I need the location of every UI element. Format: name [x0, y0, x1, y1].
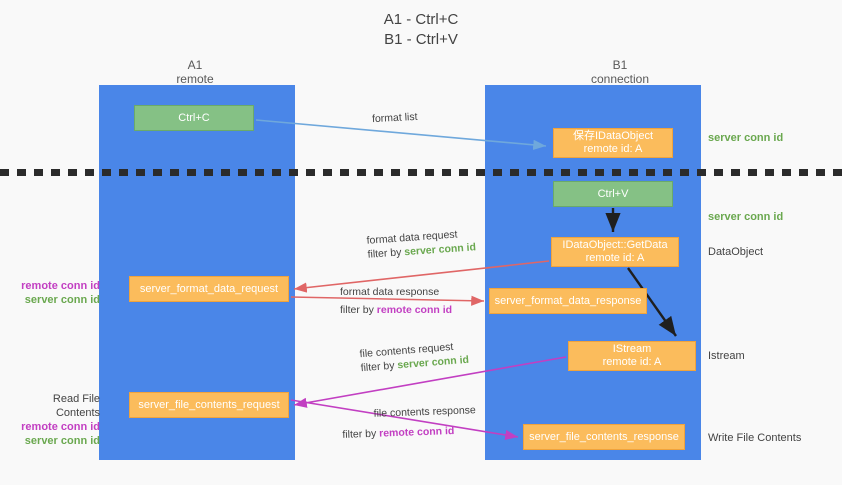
box-server-format-data-request[interactable]: server_format_data_request: [129, 276, 289, 302]
edge-label-line1: file contents response: [373, 404, 476, 420]
box-ctrl-v[interactable]: Ctrl+V: [553, 181, 673, 207]
edge-label-format-data-request: format data request filter by server con…: [366, 226, 476, 262]
filter-prefix: filter by: [367, 246, 405, 261]
caption-server-conn-id: server conn id: [24, 294, 100, 306]
box-server-file-contents-request[interactable]: server_file_contents_request: [129, 392, 289, 418]
filter-prefix: filter by: [340, 304, 377, 316]
box-save-idataobject[interactable]: 保存IDataObject remote id: A: [553, 128, 673, 158]
caption-server-conn-id: server conn id: [24, 435, 100, 447]
page-title: A1 - Ctrl+C B1 - Ctrl+V: [383, 11, 459, 48]
filter-value: server conn id: [403, 241, 477, 259]
edge-label-line1: format list: [371, 110, 418, 126]
phase-divider: [0, 169, 842, 176]
edge-label-filter: filter by remote conn id: [342, 423, 477, 442]
edge-label-file-contents-response: file contents response filter by remote …: [342, 403, 476, 441]
caption-conn-ids-middle: remote conn id server conn id: [8, 279, 100, 307]
caption-dataobject: DataObject: [708, 246, 764, 258]
caption-write-file-contents: Write File Contents: [708, 432, 802, 444]
edge-label-format-data-response: format data response filter by remote co…: [340, 285, 452, 317]
caption-read-file-contents-block: Read File Contents remote conn id server…: [8, 392, 100, 448]
filter-value: remote conn id: [376, 304, 453, 316]
caption-server-conn-id-second: server conn id: [708, 211, 784, 223]
caption-server-conn-id-top: server conn id: [708, 132, 784, 144]
edge-label-filter: filter by remote conn id: [340, 303, 452, 317]
box-istream[interactable]: IStream remote id: A: [568, 341, 696, 371]
filter-prefix: filter by: [342, 427, 380, 441]
caption-remote-conn-id: remote conn id: [21, 421, 100, 433]
edge-label-format-list: format list: [372, 110, 418, 126]
edge-label-file-contents-request: file contents request filter by server c…: [359, 339, 469, 375]
caption-istream: Istream: [708, 350, 745, 362]
box-idataobject-getdata[interactable]: IDataObject::GetData remote id: A: [551, 237, 679, 267]
caption-read-file-contents: Read File Contents: [52, 393, 100, 419]
box-server-format-data-response[interactable]: server_format_data_response: [489, 288, 647, 314]
edge-label-line1: format data response: [340, 286, 440, 298]
filter-value: remote conn id: [378, 424, 455, 440]
column-header-a1: A1 remote: [176, 58, 214, 86]
filter-prefix: filter by: [360, 359, 398, 375]
caption-remote-conn-id: remote conn id: [21, 280, 100, 292]
box-server-file-contents-response[interactable]: server_file_contents_response: [523, 424, 685, 450]
column-header-b1: B1 connection: [590, 58, 650, 86]
box-ctrl-c[interactable]: Ctrl+C: [134, 105, 254, 131]
